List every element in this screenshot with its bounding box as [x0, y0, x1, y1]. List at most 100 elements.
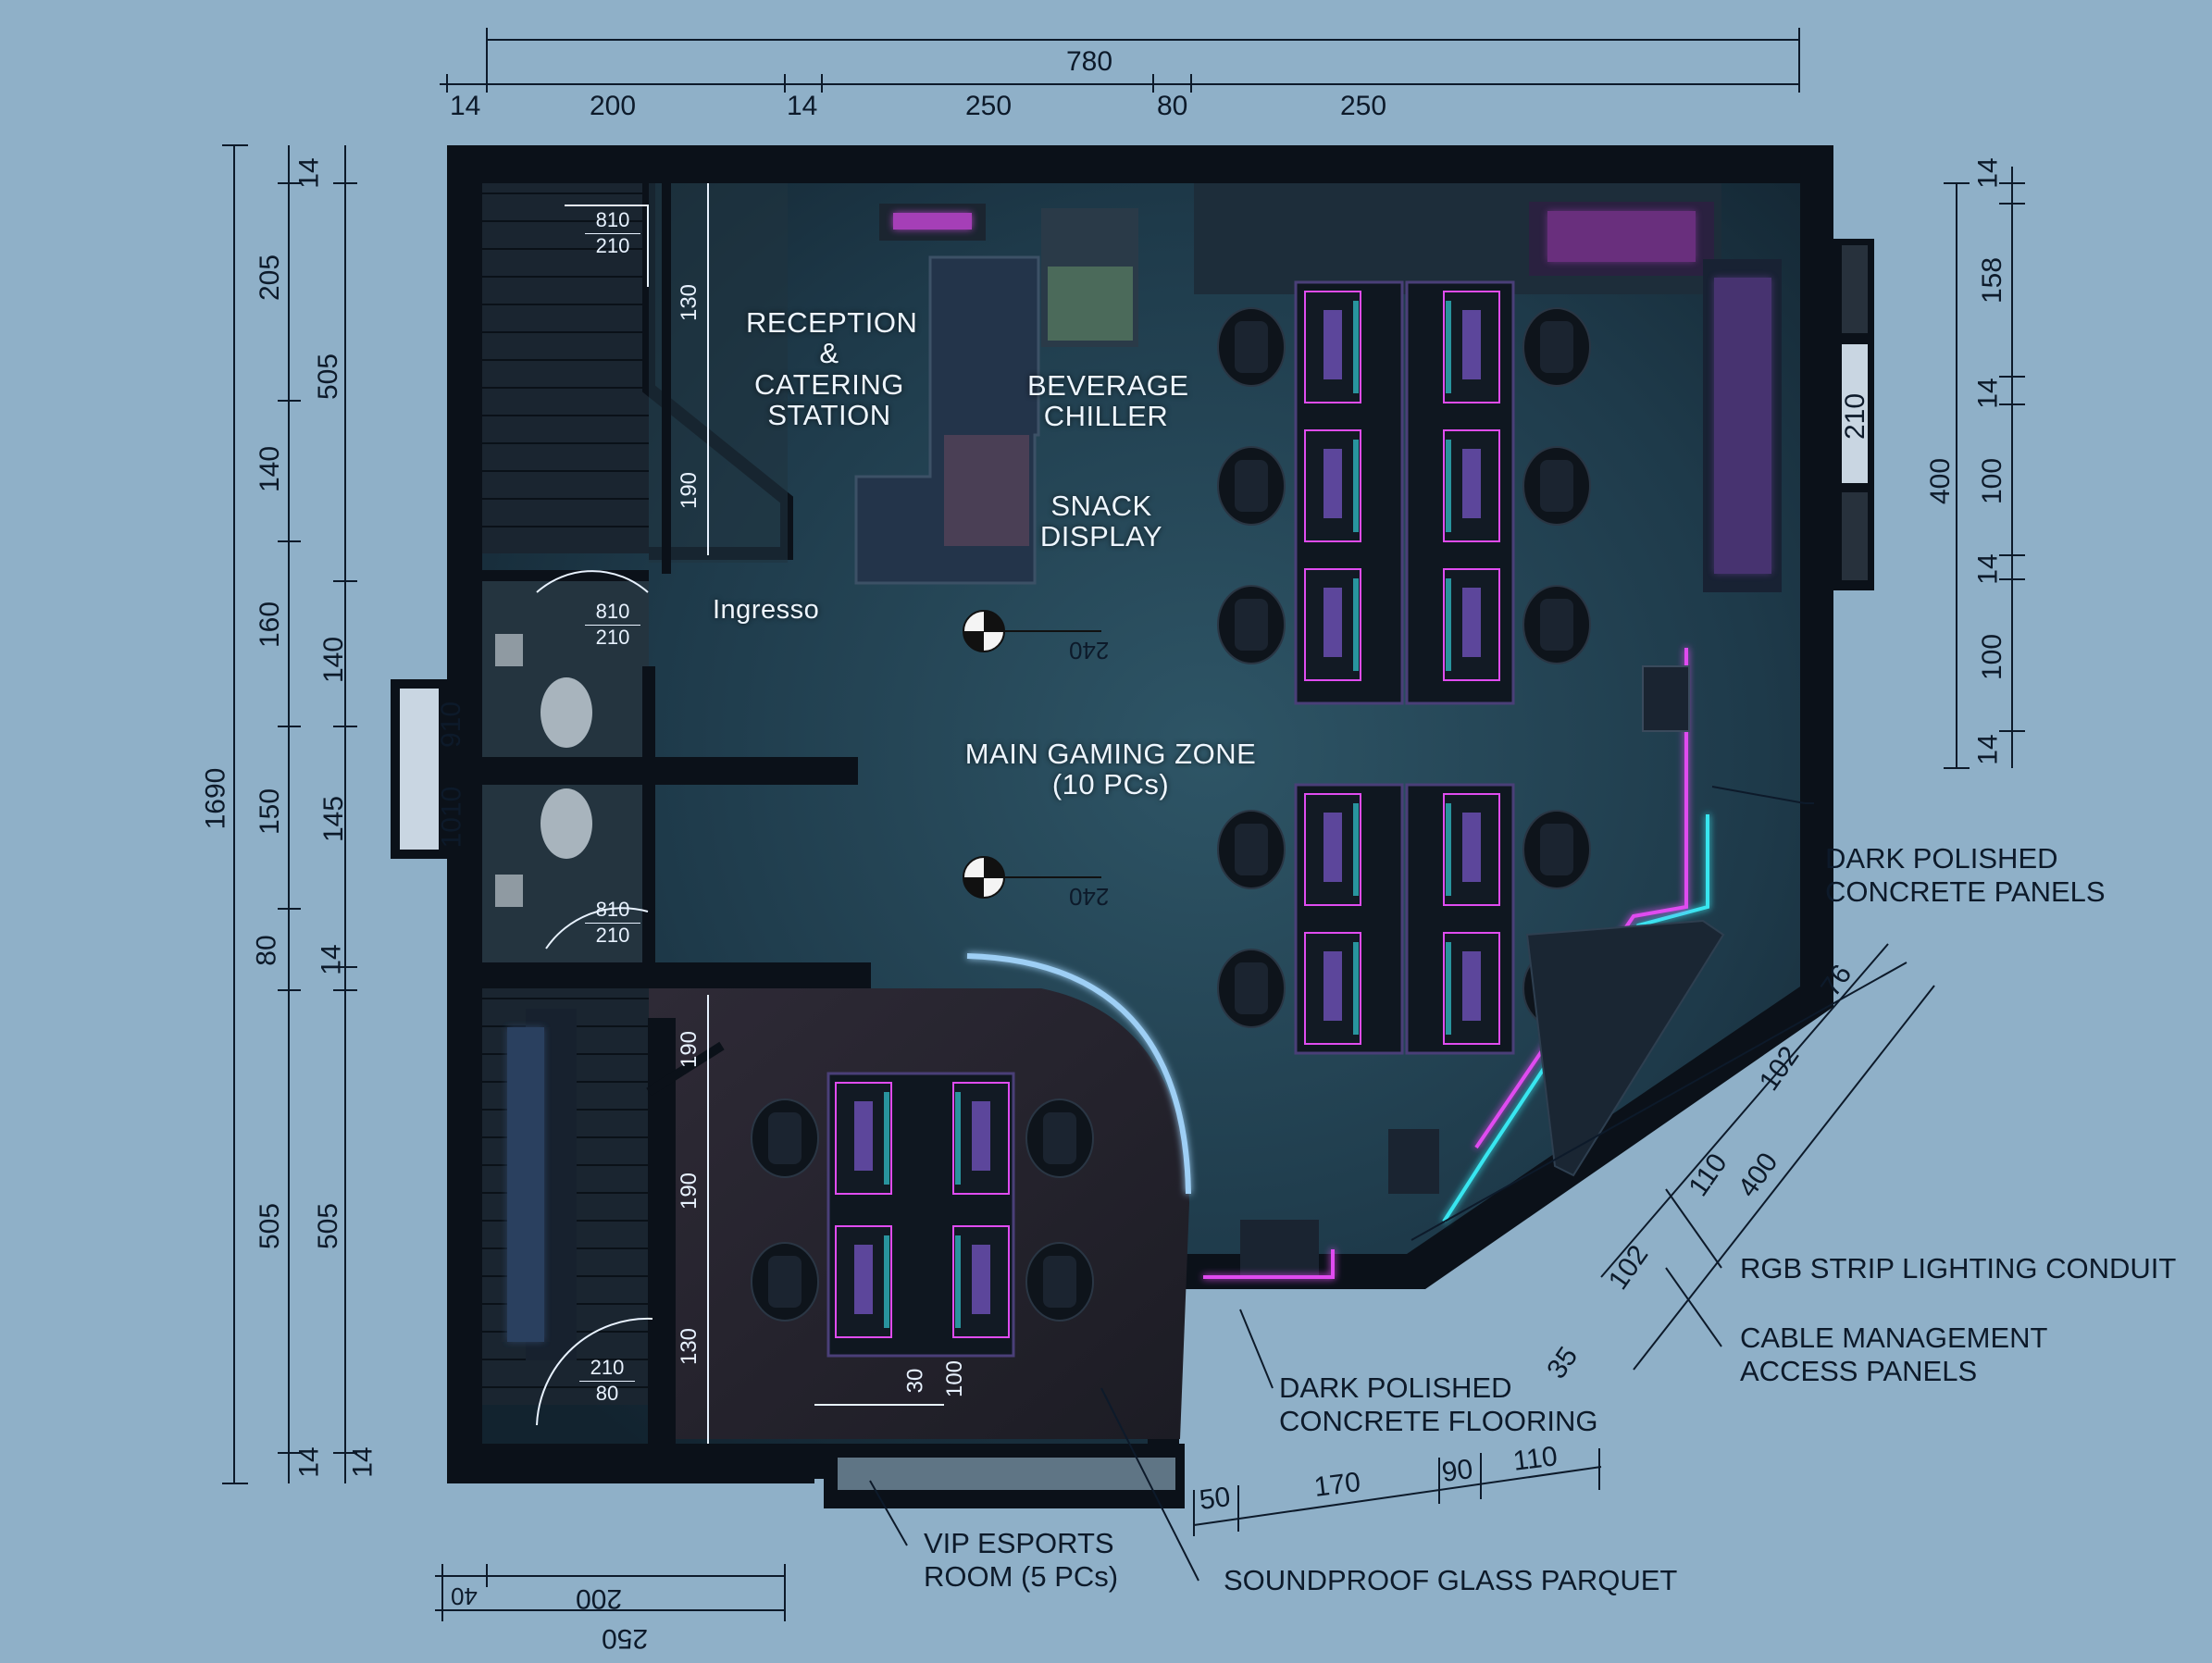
dim-left-inner-6: 14 — [347, 1446, 379, 1478]
beverage-chiller-label: BEVERAGE CHILLER — [1027, 369, 1189, 433]
gaming-chair-icon — [1522, 810, 1591, 889]
dim-vip-misc-2: 100 — [942, 1359, 968, 1398]
dim-top-seg-3: 14 — [787, 91, 818, 121]
gaming-chair-icon — [1217, 949, 1286, 1028]
dim-right-inner-6: 100 — [1977, 633, 2008, 681]
dim-top-seg-5: 80 — [1157, 91, 1188, 121]
dim-right-inner-5: 14 — [1972, 553, 2004, 585]
reception-label: RECEPTION & CATERING STATION — [746, 306, 918, 432]
monitor-icon — [1443, 291, 1500, 403]
dim-left-outer-5: 150 — [255, 788, 286, 836]
dim-column-marker-2: 240 — [1069, 883, 1110, 911]
callout-glass-parquet: SOUNDPROOF GLASS PARQUET — [1224, 1564, 1678, 1596]
dim-bottom-right-1: 50 — [1198, 1482, 1233, 1516]
dim-left-total: 1690 — [200, 767, 231, 830]
dim-left-inner-2: 140 — [318, 636, 350, 684]
monitor-icon — [1304, 568, 1361, 681]
dim-bottom-right-3: 90 — [1440, 1454, 1475, 1488]
gaming-chair-icon — [751, 1242, 819, 1322]
callout-concrete-flooring: DARK POLISHED CONCRETE FLOORING — [1279, 1371, 1598, 1437]
vip-monitors — [835, 1082, 1010, 1338]
dim-bottom-right-4: 110 — [1511, 1441, 1560, 1477]
dim-right-inner-2: 158 — [1977, 256, 2008, 304]
dim-left-inner-1: 505 — [313, 353, 344, 401]
gaming-chair-icon — [1217, 307, 1286, 387]
dim-bottom-left-1: 40 — [451, 1582, 478, 1610]
dimension-lines — [222, 28, 2025, 1621]
dim-top-total: 780 — [1066, 46, 1113, 77]
dim-top-seg-6: 250 — [1340, 91, 1387, 121]
monitor-icon — [1443, 793, 1500, 906]
dim-left-outer-4: 160 — [255, 601, 286, 649]
dim-window-left-2: 1010 — [436, 786, 467, 849]
target-icon — [963, 856, 1101, 899]
stairwell-top — [482, 183, 649, 553]
gaming-chair-icon — [1217, 446, 1286, 526]
gaming-chair-icon — [1522, 307, 1591, 387]
dim-top-seg-1: 14 — [450, 91, 481, 121]
dim-right-outer: 400 — [1925, 457, 1957, 505]
snack-shelf — [944, 435, 1029, 546]
monitor-icon — [1443, 932, 1500, 1045]
vip-chairs — [751, 1098, 1094, 1322]
callout-rgb-conduit: RGB STRIP LIGHTING CONDUIT — [1740, 1252, 2177, 1284]
monitor-icon — [952, 1082, 1010, 1195]
vip-glass-arc — [966, 953, 1191, 1195]
dim-vip-misc-1: 30 — [902, 1368, 928, 1394]
dim-bottom-right-2: 170 — [1312, 1467, 1362, 1503]
dim-top-seg-2: 200 — [590, 91, 637, 121]
callout-cable-panels: CABLE MANAGEMENT ACCESS PANELS — [1740, 1322, 2048, 1387]
gaming-chair-icon — [1217, 810, 1286, 889]
dim-right-window: 210 — [1840, 392, 1871, 441]
interior-dimension-lines — [707, 183, 944, 1444]
callout-concrete-panels: DARK POLISHED CONCRETE PANELS — [1825, 842, 2106, 908]
monitor-icon — [1443, 429, 1500, 542]
dim-bottom-left-3: 250 — [602, 1623, 649, 1654]
dim-left-inner-3: 145 — [318, 795, 350, 843]
entrance-label: Ingresso — [713, 595, 820, 625]
monitor-icon — [1304, 291, 1361, 403]
dim-left-inner-5: 505 — [313, 1202, 344, 1250]
main-zone-label: MAIN GAMING ZONE (10 PCs) — [964, 738, 1257, 801]
monitor-icon — [1443, 568, 1500, 681]
dim-left-outer-7: 505 — [255, 1202, 286, 1250]
dim-left-outer-1: 14 — [293, 157, 325, 189]
snack-display-label: SNACK DISPLAY — [1039, 490, 1163, 553]
gaming-chair-icon — [1522, 585, 1591, 664]
dim-reception-stair-1: 130 — [677, 283, 702, 322]
dim-right-inner-7: 14 — [1972, 734, 2004, 765]
gaming-chair-icon — [1522, 446, 1591, 526]
dim-window-left-1: 910 — [436, 701, 467, 749]
target-icon — [963, 610, 1101, 652]
dim-reception-stair-2: 190 — [677, 471, 702, 510]
gaming-chair-icon — [1025, 1098, 1094, 1178]
dim-vip-stair-2: 190 — [677, 1172, 702, 1210]
dim-vip-stair-1: 190 — [677, 1030, 702, 1069]
dim-right-inner-3: 14 — [1972, 378, 2004, 409]
dim-left-inner-4: 14 — [316, 944, 347, 975]
cable-panel — [1240, 1220, 1319, 1275]
main-zone-monitors — [1304, 291, 1500, 1045]
monitor-icon — [835, 1225, 892, 1338]
dim-left-outer-3: 140 — [255, 445, 286, 493]
cable-management-channel — [1525, 919, 1725, 1177]
main-zone-chairs — [1217, 307, 1591, 1028]
gaming-chair-icon — [1217, 585, 1286, 664]
monitor-icon — [835, 1082, 892, 1195]
dim-left-outer-2: 205 — [255, 254, 286, 302]
dim-bottom-left-2: 200 — [576, 1583, 623, 1614]
gaming-chair-icon — [751, 1098, 819, 1178]
monitor-icon — [1304, 429, 1361, 542]
dim-vip-stair-3: 130 — [677, 1327, 702, 1366]
door-swings — [536, 205, 653, 1426]
dim-right-inner-1: 14 — [1972, 157, 2004, 189]
monitor-icon — [952, 1225, 1010, 1338]
dim-column-marker-1: 240 — [1069, 637, 1110, 664]
dim-right-inner-4: 100 — [1977, 457, 2008, 505]
